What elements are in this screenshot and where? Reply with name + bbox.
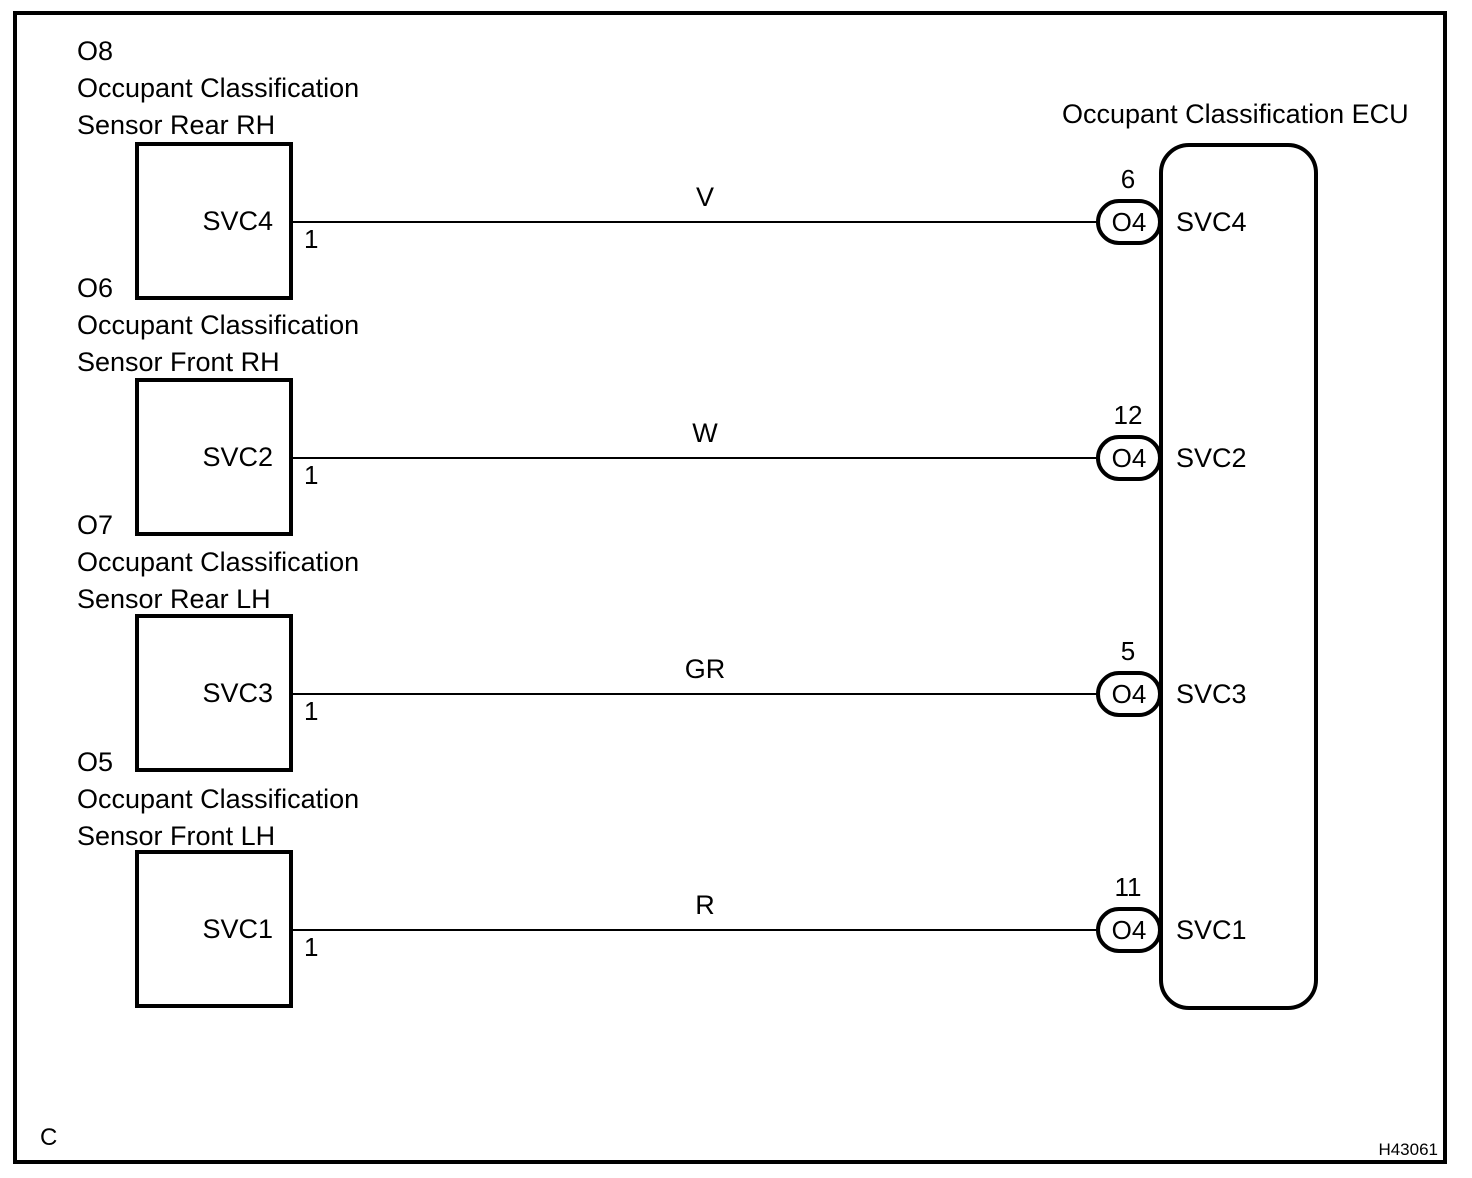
ecu-port-label: SVC1 <box>1176 915 1247 945</box>
wire-color-label: V <box>695 182 714 212</box>
ecu-box <box>1159 143 1318 1010</box>
sensor-name-line2: Sensor Front LH <box>77 821 276 851</box>
ecu-connector-label: O4 <box>1111 678 1147 709</box>
ecu-port-label: SVC3 <box>1176 679 1247 709</box>
wire <box>292 929 1098 931</box>
sensor-name-line1: Occupant Classification <box>77 547 360 577</box>
ecu-connector-label: O4 <box>1111 914 1147 945</box>
sensor-name-line2: Sensor Front RH <box>77 347 280 377</box>
sensor-id: O7 <box>77 510 114 540</box>
ecu-connector-oval: O4 <box>1096 435 1162 481</box>
wire <box>292 693 1098 695</box>
figure-id: H43061 <box>1378 1140 1438 1159</box>
sensor-pin-number: 1 <box>304 696 319 726</box>
ecu-port-label: SVC4 <box>1176 207 1247 237</box>
sensor-box: SVC2 <box>135 378 293 536</box>
sensor-pin-number: 1 <box>304 224 319 254</box>
ecu-connector-label: O4 <box>1111 206 1147 237</box>
sensor-pin-number: 1 <box>304 932 319 962</box>
ecu-pin-number: 12 <box>1113 400 1143 430</box>
wire-color-label: R <box>695 890 715 920</box>
ecu-connector-label: O4 <box>1111 442 1147 473</box>
sensor-name-line1: Occupant Classification <box>77 784 360 814</box>
sensor-box: SVC3 <box>135 614 293 772</box>
sensor-name-line1: Occupant Classification <box>77 73 360 103</box>
ecu-connector-oval: O4 <box>1096 199 1162 245</box>
sensor-name-line2: Sensor Rear RH <box>77 110 276 140</box>
sensor-name-line1: Occupant Classification <box>77 310 360 340</box>
sensor-label: O7 Occupant Classification Sensor Rear L… <box>77 507 359 618</box>
sensor-pin-number: 1 <box>304 460 319 490</box>
ecu-pin-number: 6 <box>1120 164 1136 194</box>
diagram-frame <box>13 11 1447 1164</box>
sensor-box: SVC1 <box>135 850 293 1008</box>
sensor-name-line2: Sensor Rear LH <box>77 584 271 614</box>
sensor-box-label: SVC2 <box>202 441 273 472</box>
ecu-pin-number: 5 <box>1120 636 1136 666</box>
wire-color-label: GR <box>684 654 726 684</box>
sensor-label: O6 Occupant Classification Sensor Front … <box>77 270 359 381</box>
sensor-label: O8 Occupant Classification Sensor Rear R… <box>77 33 359 144</box>
page-corner-label: C <box>40 1124 58 1151</box>
ecu-pin-number: 11 <box>1114 872 1142 902</box>
sensor-box-label: SVC3 <box>202 677 273 708</box>
ecu-connector-oval: O4 <box>1096 907 1162 953</box>
sensor-box-label: SVC1 <box>202 913 273 944</box>
sensor-id: O6 <box>77 273 114 303</box>
wire <box>292 457 1098 459</box>
sensor-box: SVC4 <box>135 142 293 300</box>
ecu-title: Occupant Classification ECU <box>1062 99 1409 129</box>
wire-color-label: W <box>692 418 718 448</box>
ecu-connector-oval: O4 <box>1096 671 1162 717</box>
sensor-box-label: SVC4 <box>202 205 273 236</box>
ecu-port-label: SVC2 <box>1176 443 1247 473</box>
sensor-label: O5 Occupant Classification Sensor Front … <box>77 744 359 855</box>
wire <box>292 221 1098 223</box>
sensor-id: O8 <box>77 36 114 66</box>
sensor-id: O5 <box>77 747 114 777</box>
